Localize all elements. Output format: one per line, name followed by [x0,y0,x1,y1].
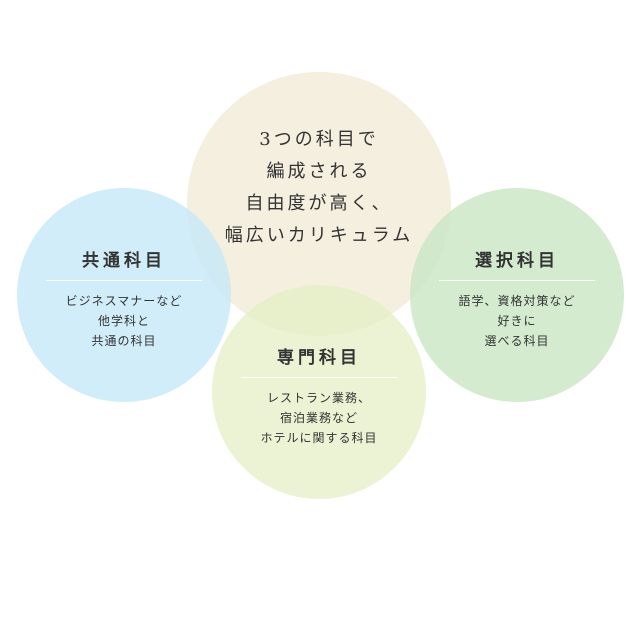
elective-subjects-description: 語学、資格対策など 好きに 選べる科目 [410,291,624,351]
description-line: レストラン業務、 [266,391,371,405]
divider [241,377,397,378]
summary-line: 編成される [266,161,372,182]
common-subjects-description: ビジネスマナーなど 他学科と 共通の科目 [17,291,231,351]
description-line: 好きに [497,314,537,328]
summary-line: 自由度が高く、 [245,193,393,214]
description-line: 選べる科目 [484,334,550,348]
description-line: 他学科と [97,314,150,328]
summary-line: 幅広いカリキュラム [224,225,414,246]
common-subjects-title: 共通科目 [82,251,166,271]
specialized-subjects-title: 専門科目 [277,348,361,368]
common-subjects-label: 共通科目 ビジネスマナーなど 他学科と 共通の科目 [17,246,231,351]
description-line: 語学、資格対策など [458,294,576,308]
divider [439,280,595,281]
elective-subjects-title: 選択科目 [475,251,559,271]
elective-subjects-label: 選択科目 語学、資格対策など 好きに 選べる科目 [410,246,624,351]
common-subjects-circle [17,188,231,402]
summary-line: 3つの科目で [259,129,379,150]
elective-subjects-circle [410,188,624,402]
specialized-subjects-label: 専門科目 レストラン業務、 宿泊業務など ホテルに関する科目 [212,343,426,448]
description-line: 宿泊業務など [279,411,358,425]
description-line: 共通の科目 [91,334,157,348]
specialized-subjects-circle [212,285,426,499]
description-line: ホテルに関する科目 [260,431,378,445]
curriculum-summary: 3つの科目で 編成される 自由度が高く、 幅広いカリキュラム [187,124,451,252]
divider [46,280,202,281]
specialized-subjects-description: レストラン業務、 宿泊業務など ホテルに関する科目 [212,388,426,448]
description-line: ビジネスマナーなど [65,294,183,308]
